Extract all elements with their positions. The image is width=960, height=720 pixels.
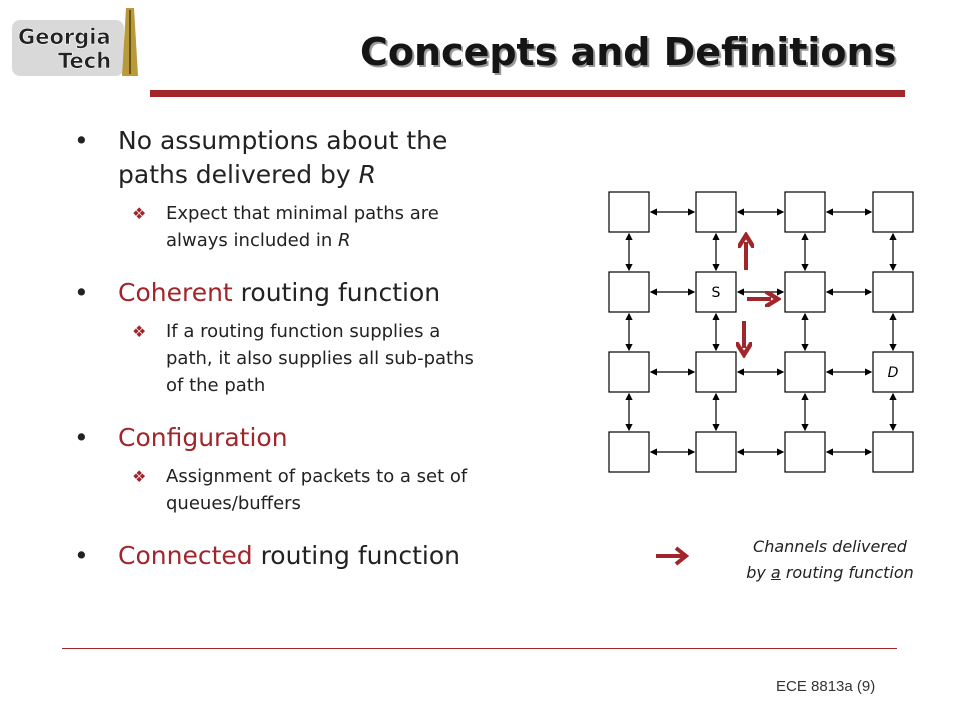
router-node (695, 351, 737, 393)
router-node (695, 271, 737, 313)
sub-bullet-text: of the path (166, 375, 266, 396)
bullet-item: • Coherent routing function (70, 276, 600, 310)
legend-line1: Channels delivered (753, 537, 907, 556)
legend-arrow-icon (656, 546, 690, 566)
bullet-item: • Connected routing function (70, 539, 600, 573)
diamond-bullet-icon: ❖ (132, 322, 147, 341)
sub-bullet-item: ❖ If a routing function supplies a path,… (70, 318, 600, 399)
router-node (872, 431, 914, 473)
bullet-group-connected: • Connected routing function (70, 539, 600, 573)
footer-divider (62, 648, 897, 649)
router-node (784, 271, 826, 313)
slide-title: Concepts and Definitions (360, 30, 897, 74)
legend-text: Channels delivered by a routing function (710, 534, 950, 586)
router-node (608, 271, 650, 313)
svg-text:Tech: Tech (58, 49, 111, 73)
bullet-dot-icon: • (74, 278, 89, 307)
sub-bullet-text: Expect that minimal paths are (166, 203, 439, 224)
bullet-item: • Configuration (70, 421, 600, 455)
bullet-text: routing function (232, 278, 441, 307)
router-node (872, 191, 914, 233)
router-node (608, 351, 650, 393)
router-node (695, 431, 737, 473)
sub-bullet-item: ❖ Assignment of packets to a set of queu… (70, 463, 600, 517)
bullet-group-configuration: • Configuration ❖ Assignment of packets … (70, 421, 600, 517)
sub-bullet-item: ❖ Expect that minimal paths are always i… (70, 200, 600, 254)
diamond-bullet-icon: ❖ (132, 204, 147, 223)
title-divider (150, 90, 905, 97)
bullet-item: • No assumptions about the paths deliver… (70, 124, 600, 192)
sub-bullet-text: always included in (166, 230, 339, 251)
slide-footer: ECE 8813a (9) (776, 678, 876, 695)
bullet-text: No assumptions about the (118, 126, 448, 155)
router-node (784, 431, 826, 473)
legend-line2-post: routing function (780, 563, 914, 582)
bullet-dot-icon: • (74, 541, 89, 570)
dest-node-label: D (888, 365, 899, 381)
router-node (872, 351, 914, 393)
bullet-highlight: Configuration (118, 423, 288, 452)
legend-line2-underlined: a (770, 563, 781, 582)
bullet-text: paths delivered by (118, 160, 359, 189)
bullet-dot-icon: • (74, 423, 89, 452)
source-node-label: S (712, 285, 721, 301)
bullet-text-italic: R (358, 160, 377, 189)
bullet-dot-icon: • (74, 126, 89, 155)
georgia-tech-logo: Georgia Tech (12, 8, 138, 76)
legend-line2-pre: by (746, 563, 771, 582)
bullet-text: routing function (252, 541, 460, 570)
bullet-group-assumptions: • No assumptions about the paths deliver… (70, 124, 600, 254)
bullet-highlight: Coherent (118, 278, 233, 307)
router-node (784, 191, 826, 233)
bullet-highlight: Connected (118, 541, 253, 570)
router-node (608, 431, 650, 473)
router-node (784, 351, 826, 393)
router-node (608, 191, 650, 233)
channels-legend: Channels delivered by a routing function (640, 534, 950, 594)
mesh-network-diagram: S D (608, 191, 914, 473)
sub-bullet-text-italic: R (338, 230, 351, 251)
sub-bullet-text: Assignment of packets to a set of (166, 466, 468, 487)
sub-bullet-text: queues/buffers (166, 493, 301, 514)
mesh-grid (608, 191, 914, 473)
sub-bullet-text: If a routing function supplies a (166, 321, 441, 342)
bullet-group-coherent: • Coherent routing function ❖ If a routi… (70, 276, 600, 399)
router-node (872, 271, 914, 313)
diamond-bullet-icon: ❖ (132, 467, 147, 486)
svg-text:Georgia: Georgia (18, 25, 111, 49)
sub-bullet-text: path, it also supplies all sub-paths (166, 348, 474, 369)
bullet-list: • No assumptions about the paths deliver… (70, 124, 600, 595)
router-node (695, 191, 737, 233)
